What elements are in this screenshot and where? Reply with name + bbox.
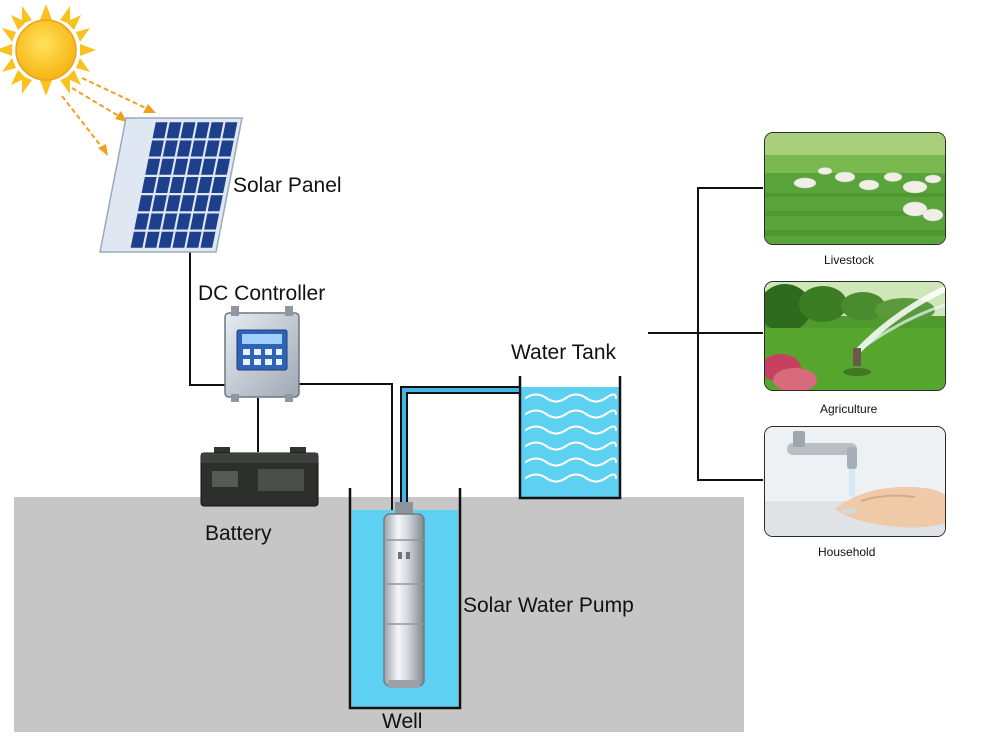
solar-cell <box>176 140 192 157</box>
solar-cell <box>190 140 206 157</box>
solar-cell <box>145 158 161 175</box>
solar-cell <box>194 122 210 139</box>
solar-cell <box>162 140 178 157</box>
solar-cell <box>190 213 206 230</box>
solar-cell <box>162 213 178 230</box>
solar-cell <box>134 213 150 230</box>
solar-cell <box>130 231 146 248</box>
solar-cell <box>180 122 196 139</box>
agriculture-photo <box>764 281 946 391</box>
solar-cell <box>158 231 174 248</box>
wires <box>189 187 763 510</box>
livestock-photo <box>764 132 946 245</box>
solar-cell <box>169 176 185 194</box>
solar-cell <box>152 122 168 139</box>
solar-cell <box>211 176 227 194</box>
solar-cell <box>144 231 160 248</box>
water-tank-icon <box>518 376 622 500</box>
solar-cell <box>173 158 189 175</box>
solar-cell <box>172 231 188 248</box>
solar-cell <box>176 213 192 230</box>
solar-cell <box>193 195 209 212</box>
solar-cell <box>208 122 224 139</box>
solar-panel-label: Solar Panel <box>233 174 342 197</box>
solar-cell <box>137 195 153 212</box>
dc-controller-icon <box>224 306 300 402</box>
solar-cell <box>165 195 181 212</box>
solar-cell <box>207 195 223 212</box>
household-photo <box>764 426 946 537</box>
solar-cell <box>204 213 220 230</box>
water-tank-label: Water Tank <box>511 341 617 364</box>
solar-cell <box>186 231 202 248</box>
solar-cell <box>159 158 175 175</box>
solar-cell <box>151 195 167 212</box>
sun-rays <box>61 77 151 151</box>
solar-cell <box>155 176 171 194</box>
water-pipe <box>400 386 519 515</box>
solar-cell <box>197 176 213 194</box>
solar-cell <box>183 176 199 194</box>
solar-cell <box>148 140 164 157</box>
solar-cell <box>166 122 182 139</box>
solar-cell <box>222 122 238 139</box>
solar-cell <box>141 176 157 194</box>
solar-cell <box>215 158 231 175</box>
solar-cell <box>204 140 220 157</box>
dc-controller-label: DC Controller <box>198 282 326 305</box>
sun-icon <box>0 4 96 96</box>
solar-panel-icon <box>99 117 243 253</box>
solar-cell <box>200 231 216 248</box>
agriculture-label: Agriculture <box>820 402 878 416</box>
battery-label: Battery <box>205 522 272 545</box>
solar-cell <box>187 158 203 175</box>
solar-cell <box>201 158 217 175</box>
battery-icon <box>200 447 319 507</box>
household-label: Household <box>818 545 876 559</box>
solar-water-pump-label: Solar Water Pump <box>463 594 634 617</box>
solar-cell <box>179 195 195 212</box>
pump-icon <box>383 502 425 688</box>
solar-cell <box>218 140 234 157</box>
well-label: Well <box>382 710 423 733</box>
solar-cell <box>148 213 164 230</box>
livestock-label: Livestock <box>824 253 875 267</box>
